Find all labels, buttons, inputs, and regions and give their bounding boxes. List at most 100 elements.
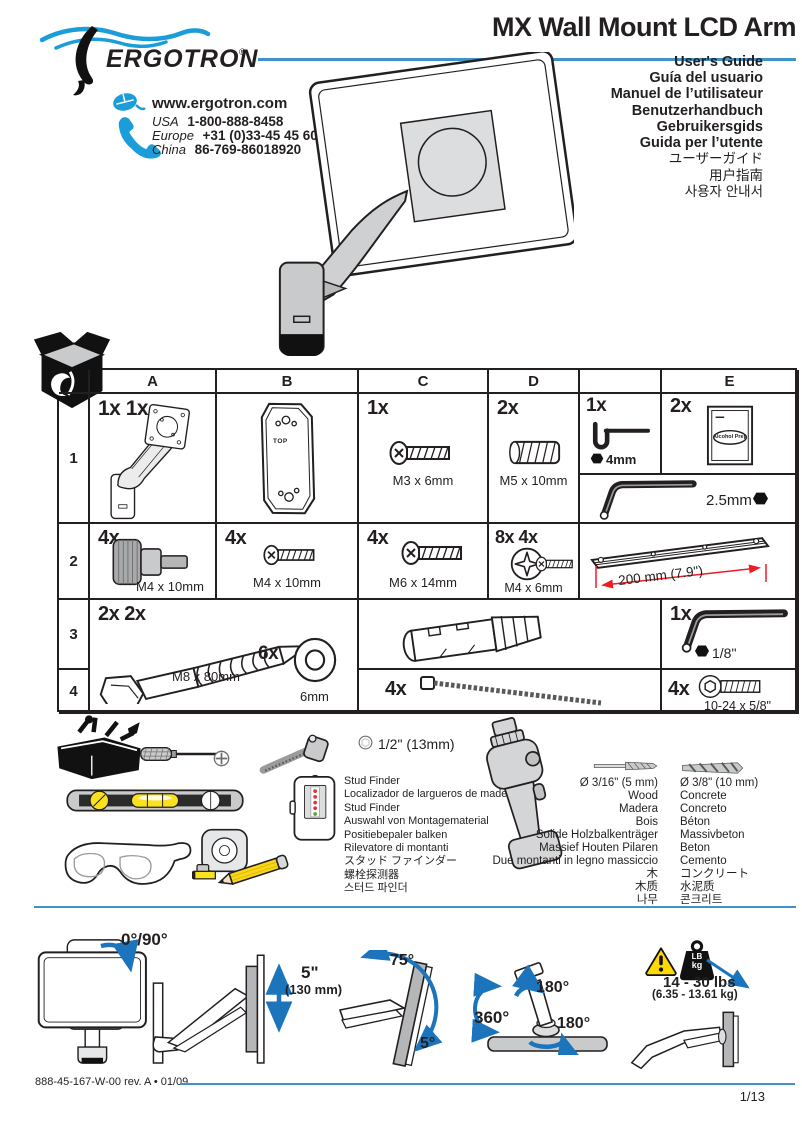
lift-mm-label: (130 mm) <box>285 982 343 997</box>
part-count: 1x <box>670 603 692 625</box>
part-cell-m3-screw: 1x M3 x 6mm <box>359 394 489 524</box>
part-cell-button-screw: 4x 10-24 x 5/8" <box>662 670 799 714</box>
pencil-icon <box>216 850 296 892</box>
hex-key-icon <box>586 420 652 456</box>
part-cell-m4x6-screw: 8x 4x M4 x 6mm <box>489 524 580 600</box>
wood-bit-label: Solide Holzbalkenträger <box>535 829 658 841</box>
safety-glasses-icon <box>62 830 194 890</box>
wood-drill-bit-icon <box>593 759 658 773</box>
screw-icon <box>535 556 575 572</box>
weight-range-kg-label: (6.35 - 13.61 kg) <box>652 989 738 1001</box>
phone-china-region: China <box>152 142 186 157</box>
column-header-e: E <box>662 370 799 394</box>
column-header-c: C <box>359 370 489 394</box>
part-cell-25mm-key: 2.5mm <box>580 475 799 524</box>
wall-anchor-icon <box>397 603 549 664</box>
parts-table: A B C D E 1 2 3 4 1x 1x TOP 1x M3 x 6mm … <box>57 368 799 714</box>
concrete-bit-label: Cemento <box>680 855 727 867</box>
ergotron-logo-icon <box>39 26 211 96</box>
column-header-b: B <box>217 370 359 394</box>
phone-usa-number: 1-800-888-8458 <box>187 114 284 129</box>
vesa-plate-icon <box>257 400 319 518</box>
part-cell-cable-tie: 4x <box>359 670 662 714</box>
phone-europe: Europe +31 (0)33-45 45 600 <box>152 129 325 143</box>
part-count: 2x 2x <box>98 603 146 625</box>
website-link[interactable]: www.ergotron.com <box>152 95 288 112</box>
part-size: 2.5mm <box>706 492 752 509</box>
language-item: Benutzerhandbuch <box>631 102 763 119</box>
concrete-bit-label: 水泥质 <box>680 881 715 893</box>
part-count: 4x <box>668 678 690 700</box>
stud-finder-icon <box>287 774 339 844</box>
row-label-4: 4 <box>59 670 90 714</box>
part-count: 4x <box>225 527 247 549</box>
phone-usa: USA 1-800-888-8458 <box>152 115 283 129</box>
part-cell-lag-bolt-washer: 2x 2x M8 x 80mm 6x 6mm <box>90 600 359 714</box>
part-size: M5 x 10mm <box>499 473 568 488</box>
stud-finder-label: Stud Finder <box>344 801 400 814</box>
weight-lb-unit: LB <box>691 952 703 961</box>
hex-key-icon <box>588 479 706 521</box>
part-size: 4mm <box>606 452 637 467</box>
weight-kg-unit: kg <box>691 960 703 970</box>
concrete-bit-diameter: Ø 3/8" (10 mm) <box>680 777 759 789</box>
part-cell-m6-screw: 4x M6 x 14mm <box>359 524 489 600</box>
hero-product-illustration <box>256 52 574 362</box>
language-item: 用户指南 <box>709 167 763 183</box>
concrete-bit-label: Concrete <box>680 790 727 802</box>
cable-tie-icon <box>417 675 607 709</box>
part-size: M8 x 80mm <box>172 669 240 684</box>
part-count: 2x <box>497 397 519 419</box>
screw-icon <box>389 440 453 466</box>
arm-lift-diagram <box>146 944 276 1077</box>
stud-finder-label: Auswahl von Montagematerial <box>344 815 489 828</box>
brand-registered-mark: ® <box>239 47 246 57</box>
page-title: MX Wall Mount LCD Arm <box>492 12 796 42</box>
section-divider <box>34 906 796 908</box>
part-size: 10-24 x 5/8" <box>704 699 771 713</box>
swivel-label: 180° <box>536 979 570 996</box>
language-list: User's Guide Guía del usuario Manuel de … <box>463 54 763 201</box>
part-count: 1x 1x <box>98 397 149 420</box>
toolbox-icon <box>52 714 146 781</box>
part-size: M4 x 6mm <box>504 581 563 595</box>
part-cell-arm: 1x 1x <box>90 394 217 524</box>
document-part-number: 888-45-167-W-00 rev. A • 01/09 <box>35 1076 189 1088</box>
tilt-back-label: 75° <box>390 952 415 969</box>
part-cell-vesa-plate: TOP <box>217 394 359 524</box>
phone-usa-region: USA <box>152 114 179 129</box>
lift-label: 5" <box>301 963 319 982</box>
column-header-blank <box>580 370 662 394</box>
phone-europe-number: +31 (0)33-45 45 600 <box>202 128 326 143</box>
stud-finder-label: Localizador de largueros de madera <box>344 788 517 801</box>
part-cell-alcohol-prep: 2x Alcohol Prep <box>662 394 799 475</box>
part-cell-wall-anchor <box>359 600 662 670</box>
plate-top-label: TOP <box>273 438 288 445</box>
column-header-d: D <box>489 370 580 394</box>
phone-europe-region: Europe <box>152 128 194 143</box>
part-cell-thumbscrew: 4x M4 x 10mm <box>90 524 217 600</box>
part-cell-eighth-key: 1x 1/8" <box>662 600 799 670</box>
phone-china: China 86-769-86018920 <box>152 143 301 157</box>
rotation-label: 0°/90° <box>121 930 168 949</box>
screw-icon <box>401 540 465 566</box>
part-size: M6 x 14mm <box>389 575 457 590</box>
washer-size: 6mm <box>300 689 329 704</box>
stud-finder-label: Rilevatore di montanti <box>344 842 449 855</box>
mouse-icon <box>113 93 146 111</box>
warning-icon <box>644 946 678 976</box>
part-size: 1/8" <box>712 645 737 661</box>
monitor-rotation-diagram <box>28 933 162 1070</box>
weight-capacity-arm-diagram <box>628 1002 754 1074</box>
socket-size-icon <box>358 735 373 750</box>
concrete-bit-labels: Ø 3/8" (10 mm) Concrete Concreto Béton M… <box>680 777 802 907</box>
base-rotation-label: 180° <box>557 1015 591 1032</box>
weight-pointer-arrow <box>706 958 750 989</box>
dimension-arrow <box>595 564 767 589</box>
language-item: Guida per l’utente <box>639 135 763 152</box>
wood-bit-label: Massief Houten Pilaren <box>539 842 658 854</box>
weight-icon: LB kg <box>677 939 717 983</box>
setscrew-icon <box>503 438 565 467</box>
concrete-bit-label: Concreto <box>680 803 727 815</box>
